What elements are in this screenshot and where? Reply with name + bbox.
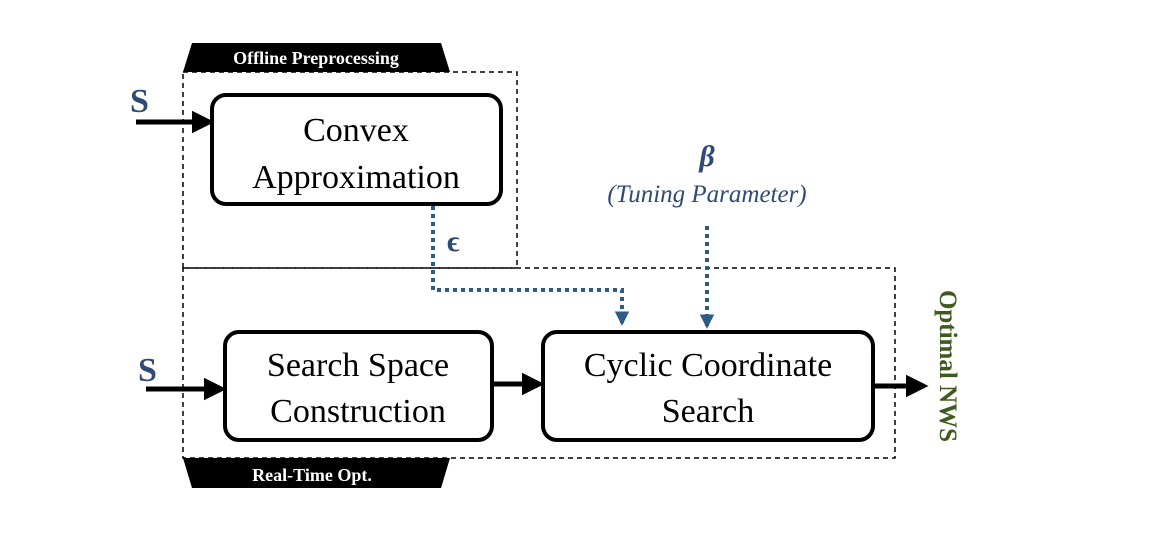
offline-input-label: S — [130, 83, 149, 120]
search-space-line1: Search Space — [267, 347, 449, 384]
convex-approximation-box — [210, 93, 503, 206]
epsilon-dotted-path — [431, 206, 630, 326]
convex-box-line2: Approximation — [252, 159, 460, 196]
cyclic-line2: Search — [662, 393, 755, 430]
offline-tab-label: Offline Preprocessing — [233, 48, 399, 68]
offline-tab — [183, 43, 450, 72]
epsilon-symbol: ϵ — [447, 225, 460, 258]
output-label: Optimal NWS — [934, 290, 961, 442]
search-space-line2: Construction — [270, 393, 446, 430]
tuning-parameter-label: (Tuning Parameter) — [607, 181, 806, 208]
beta-symbol: β — [698, 140, 715, 173]
convex-box-line1: Convex — [303, 112, 409, 149]
realtime-tab-label: Real-Time Opt. — [252, 465, 372, 485]
cyclic-line1: Cyclic Coordinate — [584, 347, 832, 384]
realtime-input-label: S — [138, 352, 157, 389]
realtime-tab — [183, 458, 450, 488]
realtime-region — [182, 267, 896, 459]
